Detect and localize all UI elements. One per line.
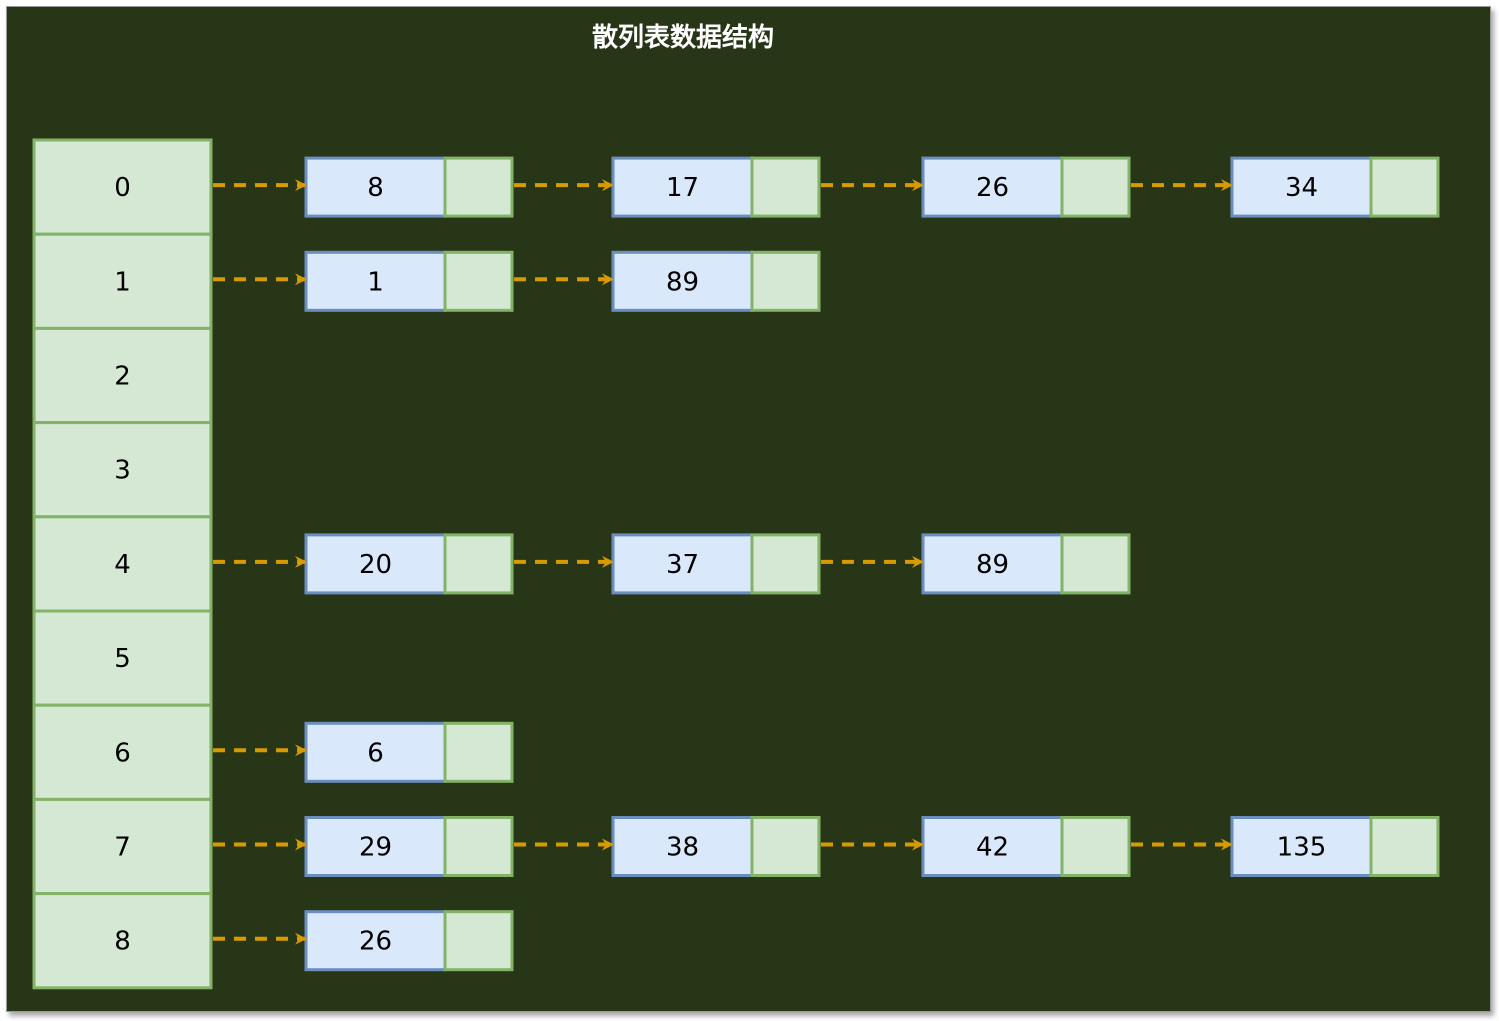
node-next-pointer-cell xyxy=(1060,156,1131,218)
node-next-pointer-cell xyxy=(443,156,514,218)
list-node: 38 xyxy=(611,816,821,877)
bucket-index-label: 3 xyxy=(114,456,131,486)
bucket-6: 6 xyxy=(32,703,213,801)
node-value-label: 38 xyxy=(666,833,699,863)
node-next-pointer-cell xyxy=(750,533,821,595)
list-node: 89 xyxy=(921,533,1131,595)
node-value-label: 1 xyxy=(367,267,384,297)
node-value-label: 26 xyxy=(976,173,1009,203)
list-node: 1 xyxy=(304,250,514,312)
node-value-cell xyxy=(304,533,447,595)
bucket-cell xyxy=(32,515,213,613)
node-value-label: 17 xyxy=(666,173,699,203)
bucket-index-label: 8 xyxy=(114,927,131,957)
node-next-pointer-cell xyxy=(443,910,514,972)
node-next-pointer-cell xyxy=(443,250,514,312)
node-value-label: 26 xyxy=(359,927,392,957)
bucket-4: 4 xyxy=(32,515,213,613)
bucket-8: 8 xyxy=(32,892,213,990)
bucket-cell xyxy=(32,326,213,425)
list-node: 37 xyxy=(611,533,821,595)
bucket-2: 2 xyxy=(32,326,213,425)
linked-lists: 8 17 26 34 1 89 20 37 89 6 29 38 42 135 26 xyxy=(304,156,1440,972)
node-value-cell xyxy=(304,721,447,783)
bucket-index-label: 4 xyxy=(114,550,131,580)
node-value-cell xyxy=(1230,816,1373,877)
node-value-cell xyxy=(611,533,754,595)
list-node: 17 xyxy=(611,156,821,218)
node-next-pointer-cell xyxy=(750,156,821,218)
node-value-label: 8 xyxy=(367,173,384,203)
node-value-label: 20 xyxy=(359,550,392,580)
node-next-pointer-cell xyxy=(1060,816,1131,877)
list-node: 89 xyxy=(611,250,821,312)
node-next-pointer-cell xyxy=(750,816,821,877)
list-node: 42 xyxy=(921,816,1131,877)
list-node: 20 xyxy=(304,533,514,595)
node-value-cell xyxy=(1230,156,1373,218)
list-node: 8 xyxy=(304,156,514,218)
node-next-pointer-cell xyxy=(443,816,514,877)
bucket-index-label: 2 xyxy=(114,362,131,392)
node-next-pointer-cell xyxy=(1060,533,1131,595)
node-next-pointer-cell xyxy=(443,721,514,783)
bucket-index-label: 1 xyxy=(114,267,131,297)
node-value-label: 6 xyxy=(367,738,384,768)
list-node: 34 xyxy=(1230,156,1440,218)
bucket-index-label: 5 xyxy=(114,644,131,674)
node-value-label: 135 xyxy=(1277,833,1327,863)
node-value-label: 89 xyxy=(976,550,1009,580)
node-next-pointer-cell xyxy=(750,250,821,312)
node-value-cell xyxy=(304,816,447,877)
list-node: 6 xyxy=(304,721,514,783)
bucket-7: 7 xyxy=(32,797,213,896)
bucket-array: 0 1 2 3 4 5 6 7 8 xyxy=(32,138,213,990)
node-value-cell xyxy=(611,156,754,218)
bucket-5: 5 xyxy=(32,609,213,707)
pointer-arrows xyxy=(213,179,1233,945)
node-value-label: 29 xyxy=(359,833,392,863)
node-value-label: 89 xyxy=(666,267,699,297)
list-node: 26 xyxy=(921,156,1131,218)
bucket-3: 3 xyxy=(32,421,213,519)
node-value-label: 37 xyxy=(666,550,699,580)
node-value-cell xyxy=(921,816,1064,877)
list-node: 26 xyxy=(304,910,514,972)
node-value-label: 34 xyxy=(1285,173,1318,203)
bucket-cell xyxy=(32,892,213,990)
bucket-cell xyxy=(32,703,213,801)
bucket-cell xyxy=(32,138,213,236)
node-next-pointer-cell xyxy=(1369,156,1440,218)
node-value-cell xyxy=(611,250,754,312)
bucket-0: 0 xyxy=(32,138,213,236)
bucket-index-label: 7 xyxy=(114,833,131,863)
node-value-label: 42 xyxy=(976,833,1009,863)
list-node: 135 xyxy=(1230,816,1440,877)
node-next-pointer-cell xyxy=(1369,816,1440,877)
bucket-1: 1 xyxy=(32,232,213,330)
node-next-pointer-cell xyxy=(443,533,514,595)
bucket-index-label: 6 xyxy=(114,738,131,768)
diagram-title: 散列表数据结构 xyxy=(592,23,774,53)
bucket-index-label: 0 xyxy=(114,173,131,203)
list-node: 29 xyxy=(304,816,514,877)
